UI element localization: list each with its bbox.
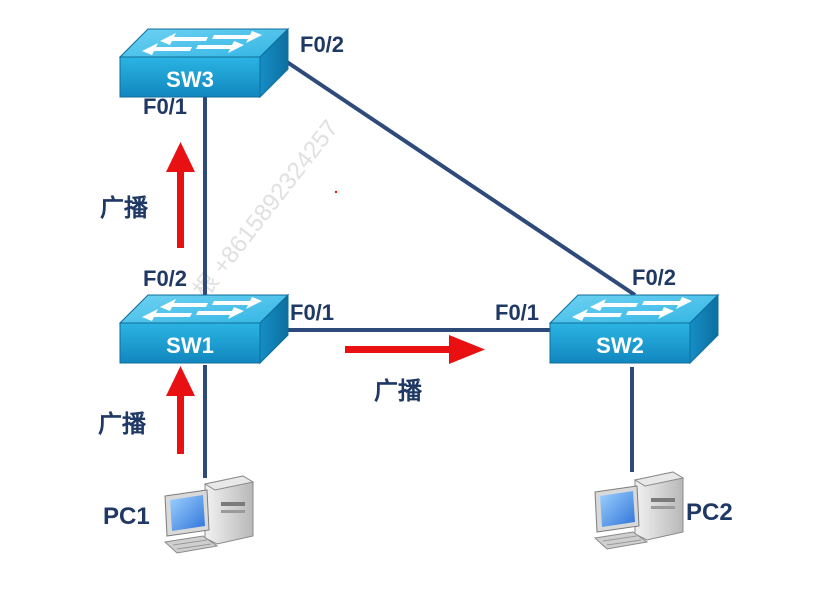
switch-label-sw2: SW2 xyxy=(596,333,644,358)
port-label-sw1-f01: F0/1 xyxy=(290,300,334,325)
port-label-sw2-f01: F0/1 xyxy=(495,300,539,325)
switch-sw1[interactable]: SW1 xyxy=(119,294,289,364)
switch-sw2[interactable]: SW2 xyxy=(549,294,719,364)
watermark-text: 根 +8615892324257 xyxy=(188,115,344,304)
desktop-pc-icon xyxy=(164,475,254,554)
pc-label-pc1: PC1 xyxy=(103,503,150,530)
pc-pc2[interactable]: PC2 xyxy=(594,471,733,550)
port-label-sw3-f01: F0/1 xyxy=(143,94,187,119)
broadcast-label-pc1-up: 广播 xyxy=(98,410,147,438)
switch-label-sw3: SW3 xyxy=(166,67,214,92)
links xyxy=(203,60,637,478)
port-label-sw1-f02: F0/2 xyxy=(143,266,187,291)
port-label-sw3-f02: F0/2 xyxy=(300,32,344,57)
red-arrow-icon xyxy=(345,335,485,364)
red-arrow-icon xyxy=(166,142,195,248)
pc-label-pc2: PC2 xyxy=(686,499,733,526)
desktop-pc-icon xyxy=(594,471,684,550)
port-labels: F0/2 F0/1 F0/2 F0/1 F0/1 F0/2 xyxy=(143,32,676,325)
broadcast-label-sw1-sw2: 广播 xyxy=(374,377,423,405)
link-sw3-sw2 xyxy=(285,60,637,297)
broadcast-labels: 广播 广播 广播 xyxy=(98,194,423,438)
red-arrow-icon xyxy=(166,366,195,454)
switch-label-sw1: SW1 xyxy=(166,333,214,358)
stray-dot xyxy=(334,190,338,194)
watermark: 根 +8615892324257 xyxy=(188,115,344,304)
port-label-sw2-f02: F0/2 xyxy=(632,265,676,290)
switch-sw3[interactable]: SW3 xyxy=(119,28,289,98)
broadcast-label-sw1-up: 广播 xyxy=(100,194,149,222)
pc-pc1[interactable]: PC1 xyxy=(103,475,254,554)
broadcast-arrows xyxy=(166,142,485,454)
